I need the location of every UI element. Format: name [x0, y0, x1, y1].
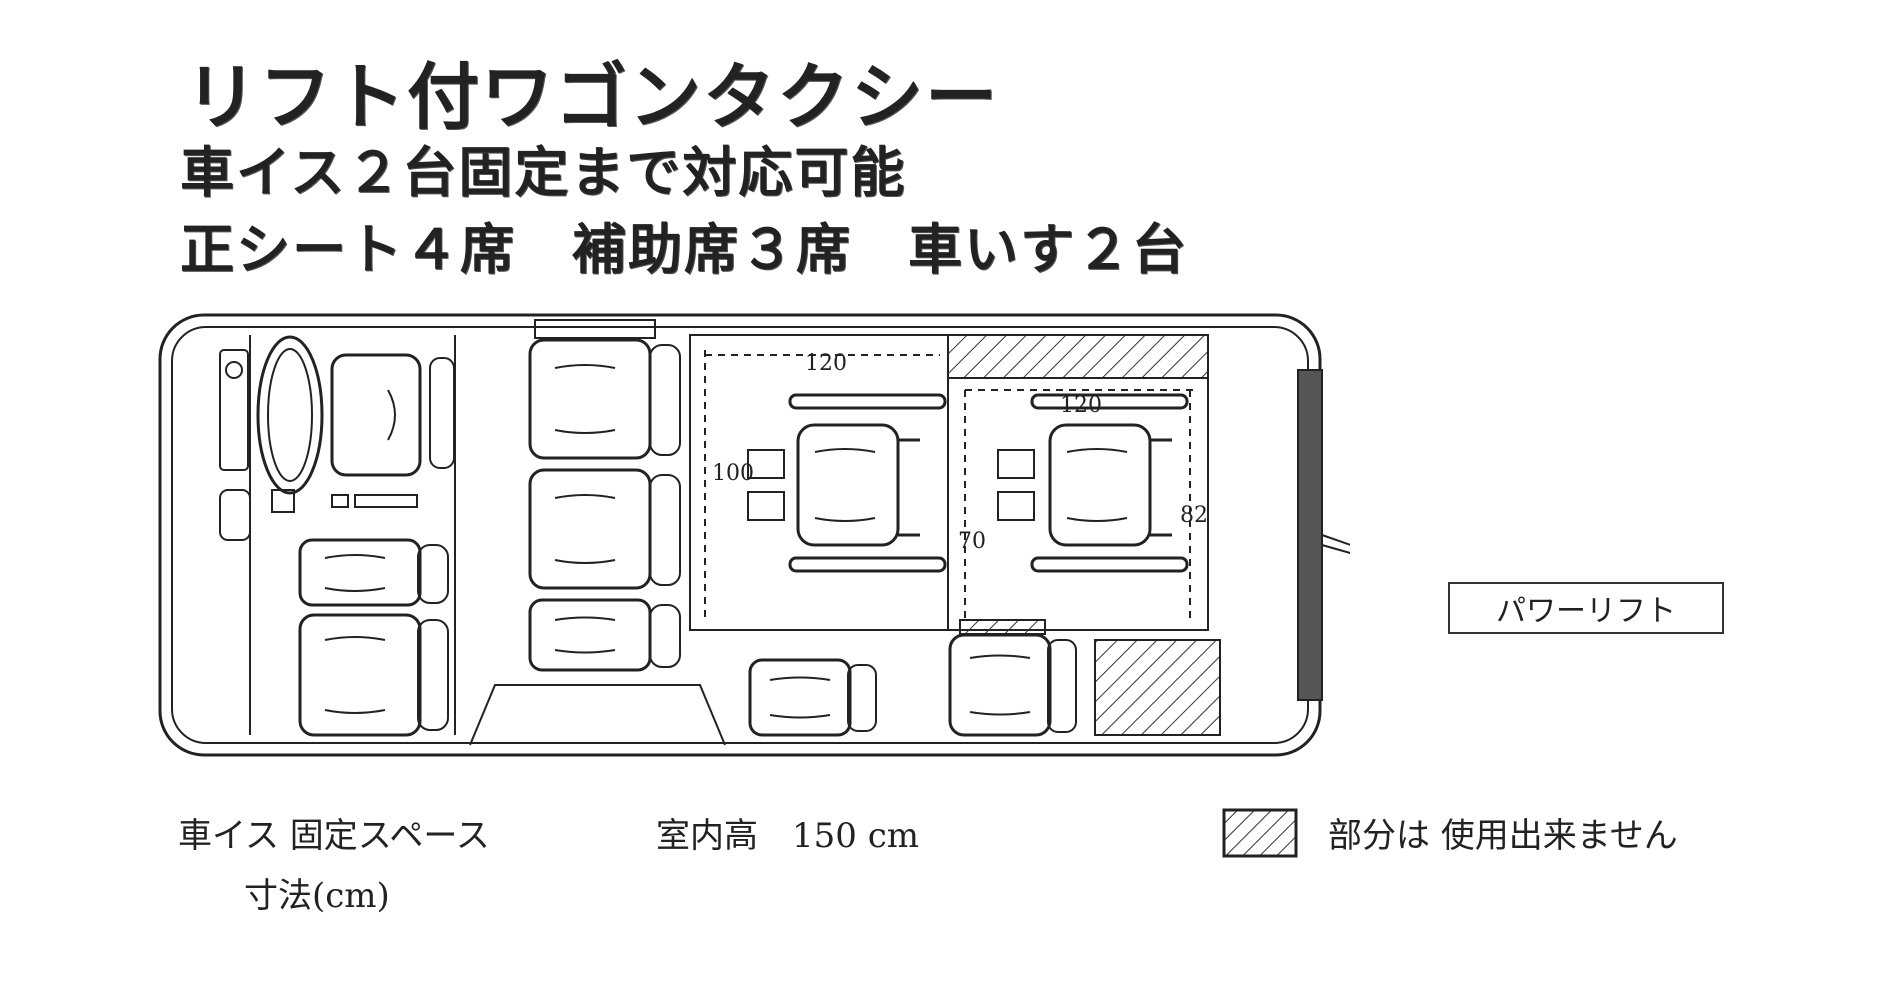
vehicle-floor-plan: 120 120 100 82 70 [158, 313, 1350, 757]
steering-wheel [256, 335, 324, 495]
entry-step [469, 684, 726, 746]
power-lift [1297, 369, 1323, 701]
page-title: リフト付ワゴンタクシー [185, 55, 1000, 139]
rear-seat [948, 633, 1077, 737]
wheelchair-2 [997, 393, 1189, 573]
dimension-depth-3: 70 [958, 529, 986, 554]
interior-height-note: 室内高 150 cm [656, 816, 919, 856]
rear-left-seat-1 [298, 538, 449, 607]
restricted-area-top [947, 334, 1209, 379]
dimension-depth-2: 82 [1180, 503, 1208, 528]
middle-seat-2 [528, 468, 681, 590]
middle-seat-1 [528, 338, 681, 460]
restricted-legend-swatch [1222, 808, 1298, 858]
dimension-depth-1: 100 [712, 461, 754, 486]
unit-note: 寸法(cm) [244, 876, 390, 916]
jump-seat [748, 658, 877, 737]
dashboard-panel [219, 349, 249, 471]
wheelchair-space-note: 車イス 固定スペース [178, 816, 490, 856]
power-lift-label: パワーリフト [1448, 582, 1724, 634]
restricted-area-bottom [1094, 639, 1221, 736]
seating-summary: 正シート４席 補助席３席 車いす２台 [180, 218, 1188, 281]
dimension-width-2: 120 [1060, 393, 1102, 418]
restricted-legend-text: 部分は 使用出来ません [1328, 816, 1678, 856]
middle-seat-3 [528, 598, 681, 672]
driver-seat [330, 353, 422, 477]
wheelchair-1 [747, 393, 947, 573]
dimension-width-1: 120 [805, 351, 847, 376]
rear-left-seat-2 [298, 613, 449, 737]
capacity-subtitle: 車イス２台固定まで対応可能 [180, 141, 907, 204]
